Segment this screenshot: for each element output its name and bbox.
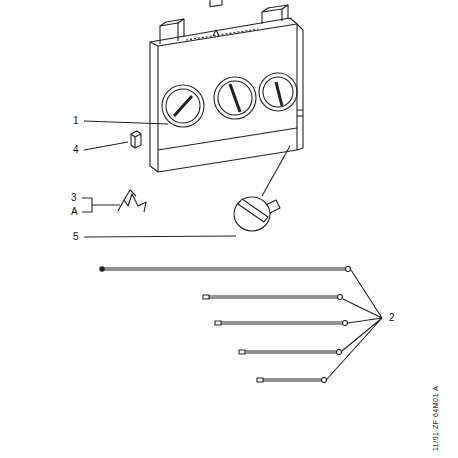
callout-number: 1 [72, 116, 80, 126]
knob [234, 146, 290, 231]
leader-line [84, 142, 128, 150]
callout-number: 4 [72, 145, 80, 155]
control-panel [150, 0, 303, 172]
clip [131, 131, 141, 148]
leader-line [84, 121, 168, 124]
spring-clip [118, 190, 146, 212]
leader-line [84, 236, 236, 237]
callout-number: 2 [388, 313, 396, 323]
cable [100, 267, 351, 383]
leader-line [327, 270, 382, 379]
callout-number: A [70, 207, 79, 217]
drawing-reference: 11/91 ZF 64M01 A [432, 385, 439, 452]
callout-number: 3 [70, 193, 78, 203]
callout-number: 5 [72, 232, 80, 242]
leader-bracket [82, 198, 120, 212]
